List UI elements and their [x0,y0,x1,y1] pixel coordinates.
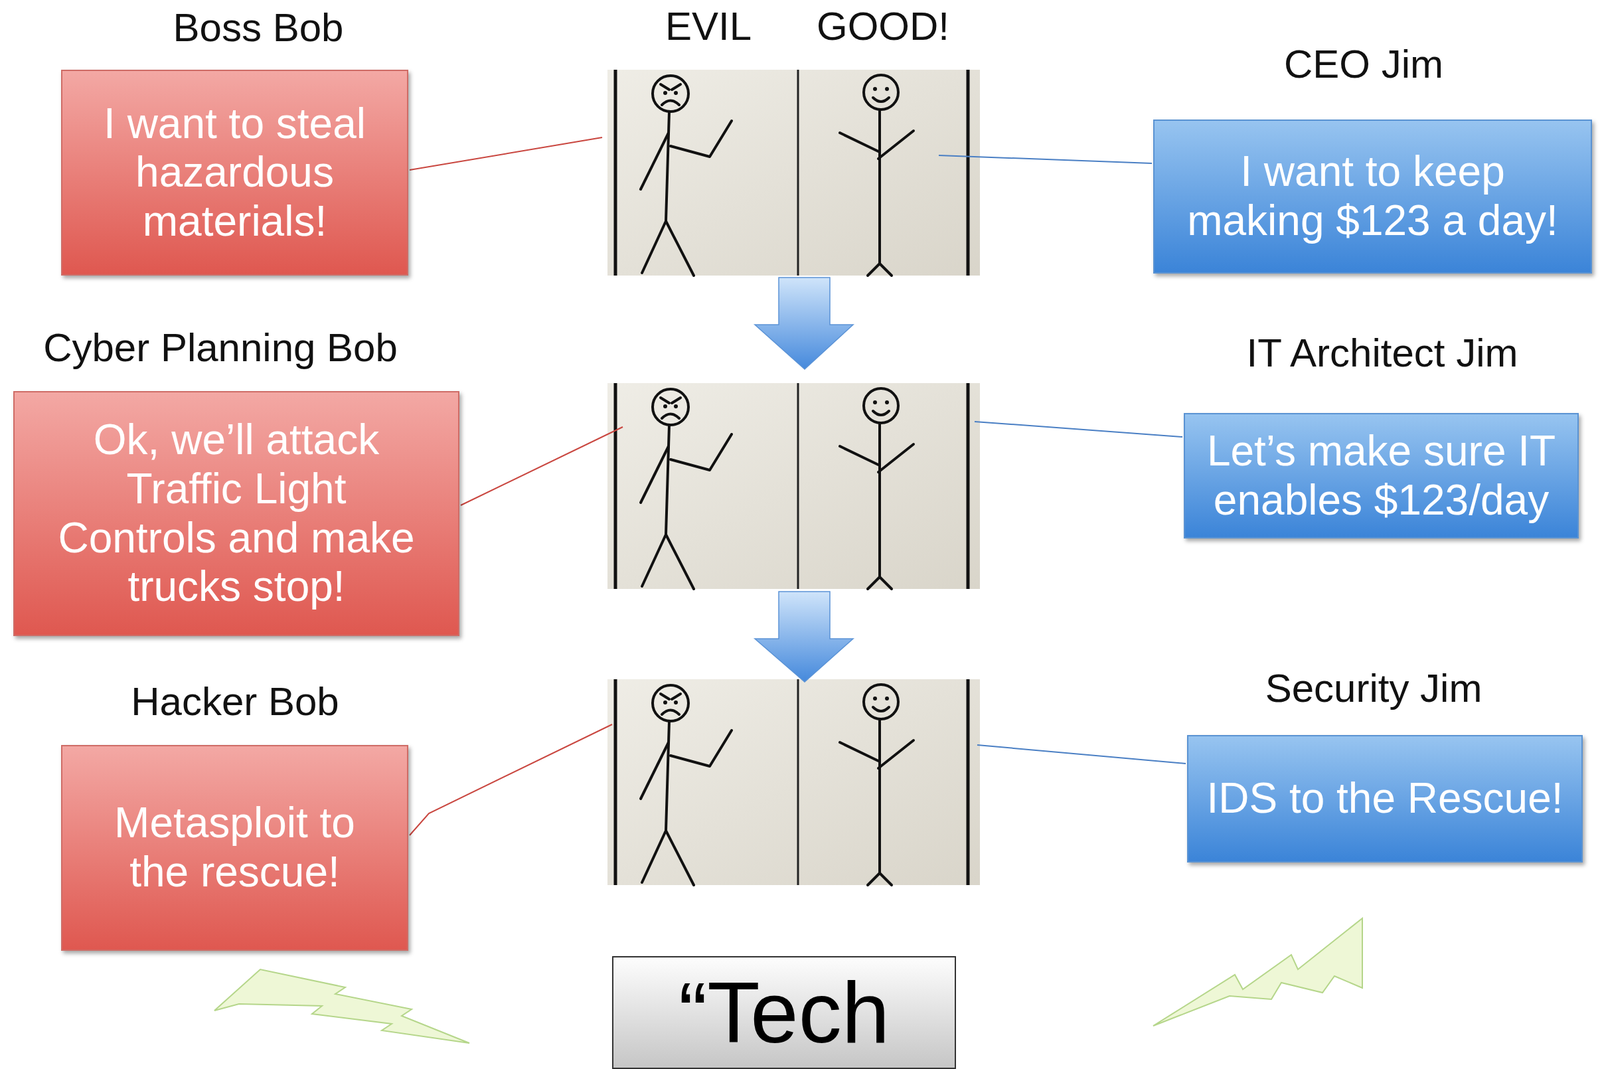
down-arrow [754,591,854,682]
stick-figure-photo [607,383,980,589]
defender-box: CEO JimI want to keep making $123 a day! [1153,119,1593,274]
box-text: IDS to the Rescue! [1206,774,1563,824]
box-text: “Tech [678,965,890,1061]
node-heading: IT Architect Jim [1246,329,1519,376]
box-text: I want to steal hazardous materials! [82,99,388,247]
attacker-box: Hacker BobMetasploit to the rescue! [61,744,409,951]
node-heading: Security Jim [1265,665,1483,712]
attacker-box: Boss BobI want to steal hazardous materi… [61,69,409,276]
node-heading: Cyber Planning Bob [43,324,398,371]
column-label: GOOD! [816,3,950,50]
node-heading: Boss Bob [173,4,344,51]
stick-figure-photo [607,679,980,885]
down-arrow [754,277,854,370]
node-heading: CEO Jim [1283,41,1444,87]
box-text: Ok, we’ll attack Traffic Light Controls … [45,415,428,611]
defender-box: IT Architect JimLet’s make sure IT enabl… [1183,412,1579,539]
box-text: Metasploit to the rescue! [102,798,368,897]
title-box: “Tech [612,956,957,1069]
attacker-box: Cyber Planning BobOk, we’ll attack Traff… [13,391,460,637]
node-heading: Hacker Bob [130,678,339,725]
column-label: EVIL [665,3,752,50]
defender-box: Security JimIDS to the Rescue! [1187,734,1583,863]
box-text: Let’s make sure IT enables $123/day [1198,426,1565,525]
box-text: I want to keep making $123 a day! [1177,147,1568,245]
stick-figure-photo [607,69,980,276]
lightning-bolt [214,969,470,1043]
leader-line [938,155,1186,764]
lightning-bolt [1153,918,1363,1026]
